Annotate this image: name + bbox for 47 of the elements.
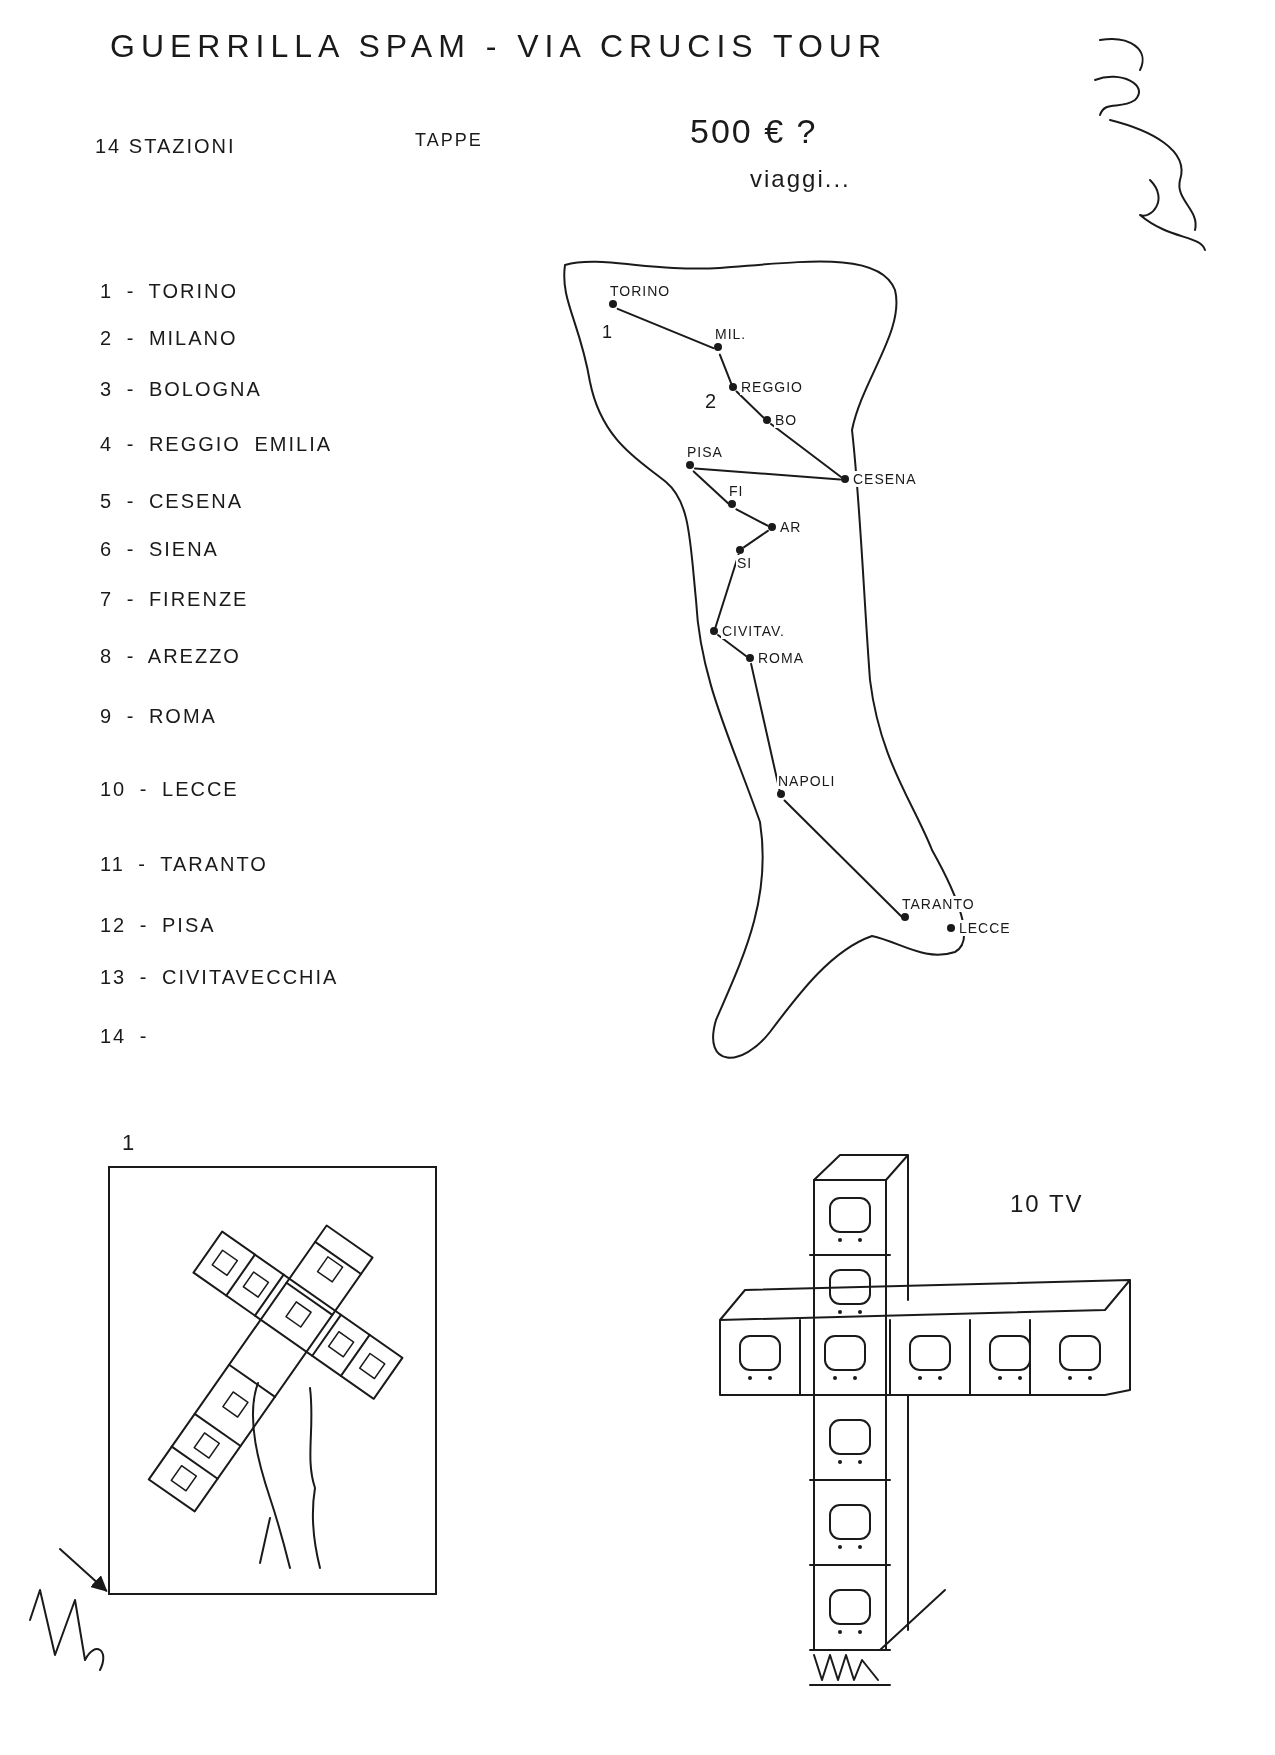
city-label: LECCE (958, 920, 1012, 936)
frame-number: 1 (122, 1130, 135, 1156)
note: 14 STAZIONI (95, 135, 236, 158)
city-label: TORINO (609, 283, 672, 299)
list-item: 10 - LECCE (100, 778, 239, 801)
route-line (692, 470, 730, 505)
route-line (694, 467, 841, 481)
note: TAPPE (415, 130, 483, 151)
route-line (743, 529, 769, 549)
list-item: 4 - REGGIO EMILIA (100, 433, 333, 456)
route-line (770, 423, 842, 478)
city-label: CIVITAV. (721, 623, 786, 639)
city-label: ROMA (757, 650, 805, 666)
note: 10 TV (1010, 1190, 1084, 1218)
route-line (714, 553, 740, 629)
city-label: PISA (686, 444, 724, 460)
city-label: BO (774, 412, 799, 428)
route-line (783, 799, 903, 918)
note: viaggi... (750, 165, 851, 193)
list-item: 5 - CESENA (100, 490, 244, 513)
list-item: 8 - AREZZO (100, 645, 241, 668)
list-item: 7 - FIRENZE (100, 588, 249, 611)
city-label: CESENA (852, 471, 918, 487)
city-label: REGGIO (740, 379, 804, 395)
list-item: 12 - PISA (100, 914, 216, 937)
city-label: TARANTO (901, 896, 976, 912)
list-item: 2 - MILANO (100, 327, 238, 350)
station-number: 1 (602, 322, 614, 343)
list-item: 6 - SIENA (100, 538, 219, 561)
note: 500 € ? (690, 112, 818, 151)
route-line (616, 307, 715, 350)
list-item: 11 - TARANTO (100, 853, 268, 876)
station-number: 2 (705, 390, 719, 413)
list-item: 9 - ROMA (100, 705, 217, 728)
city-label: NAPOLI (777, 773, 837, 789)
arrow (59, 1548, 108, 1592)
route-line (717, 634, 747, 657)
route-line (718, 353, 733, 385)
title: GUERRILLA SPAM - VIA CRUCIS TOUR (110, 28, 888, 65)
list-item: 13 - CIVITAVECCHIA (100, 966, 339, 989)
route-line (735, 508, 769, 527)
list-item: 3 - BOLOGNA (100, 378, 262, 401)
city-label: FI (728, 483, 745, 499)
list-item: 14 - (100, 1025, 149, 1048)
route-line (735, 390, 765, 419)
list-item: 1 - TORINO (100, 280, 238, 303)
city-label: AR (779, 519, 803, 535)
